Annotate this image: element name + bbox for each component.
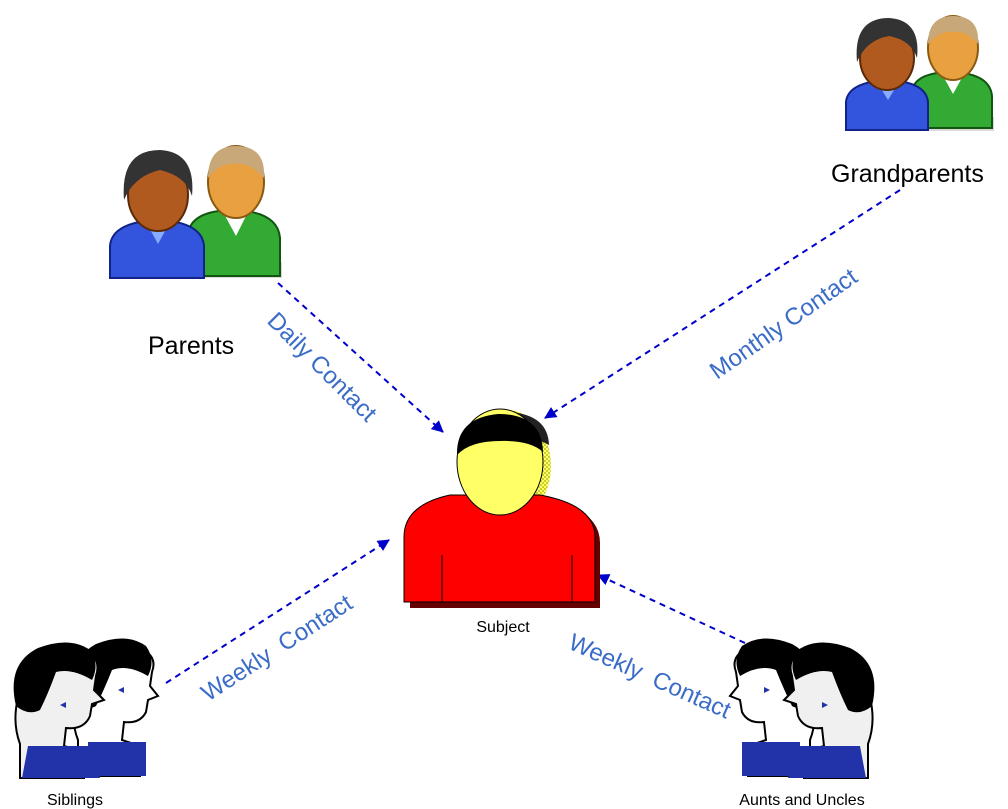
arrow-aunts-uncles-to-subject xyxy=(597,574,746,644)
aunts-uncles-node: Aunts and Uncles xyxy=(728,638,875,809)
parents-label: Parents xyxy=(148,332,234,360)
subject-label: Subject xyxy=(476,619,530,636)
aunts-uncles-label: Aunts and Uncles xyxy=(739,792,864,809)
arrow-grandparents-to-subject xyxy=(544,189,901,419)
siblings-node: Siblings xyxy=(13,638,160,809)
arrow-siblings-to-subject xyxy=(165,539,390,684)
parents-node: Parents xyxy=(109,145,282,360)
edge-label-monthly-contact: Monthly Contact xyxy=(705,263,863,385)
couple-icon xyxy=(845,15,994,131)
edge-label-siblings-weekly-contact: Weekly Contact xyxy=(197,589,358,707)
person-icon xyxy=(403,408,600,608)
grandparents-label: Grandparents xyxy=(831,160,984,188)
siblings-label: Siblings xyxy=(47,792,103,809)
edge-label-daily-contact: Daily Contact xyxy=(262,307,382,427)
grandparents-node: Grandparents xyxy=(831,15,994,188)
two-heads-icon xyxy=(728,638,875,779)
two-heads-icon xyxy=(13,638,160,779)
couple-icon xyxy=(109,145,282,279)
edge-label-aunts-uncles-weekly-contact: Weekly Contact xyxy=(565,629,736,725)
arrow-parents-to-subject xyxy=(277,282,444,433)
subject-node: Subject xyxy=(403,408,600,636)
